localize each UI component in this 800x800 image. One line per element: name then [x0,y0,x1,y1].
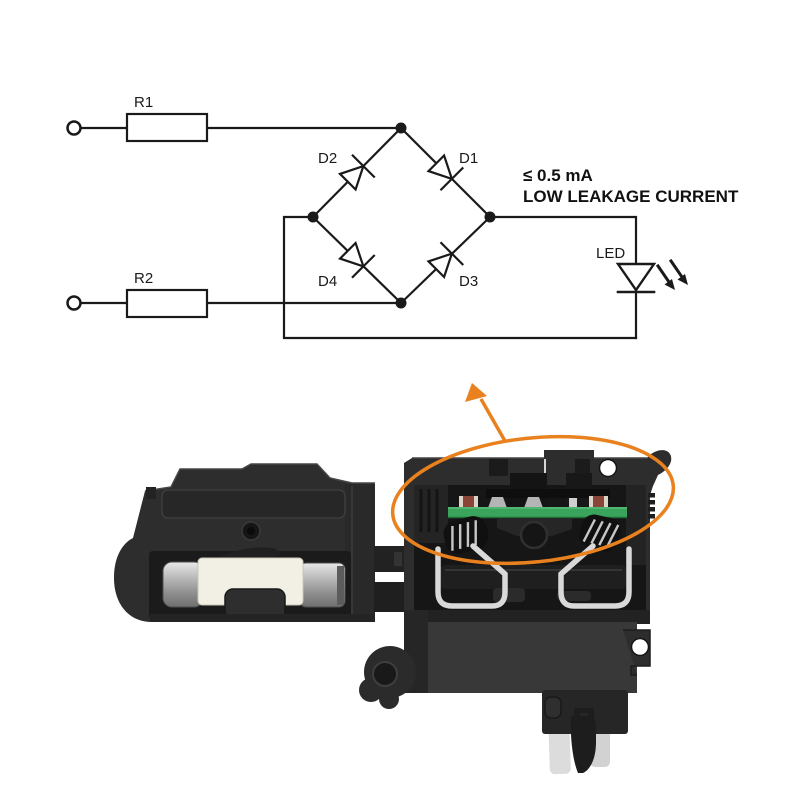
lid-left-notch [146,487,156,499]
indicator-pcb [448,507,627,518]
pivot-knob [359,646,416,709]
callout-arrow-head [465,383,487,402]
fuse-end-cap-left [162,561,204,608]
resistor-r2 [125,288,209,319]
bridge-diodes [337,153,465,280]
input-terminal-1 [66,120,82,136]
led-light-arrowhead [664,279,675,290]
fuse-carrier-lid [114,463,375,622]
callout-arrow-shaft [479,398,507,442]
pcb-diode-chip [524,497,543,508]
d2-label: D2 [318,150,337,167]
metal-contact-clips [435,543,632,609]
holder-base [359,450,672,775]
fuse-holder-render [114,383,676,775]
highlight-ellipse [390,434,676,566]
hinge-pin-highlight [394,552,402,566]
terminal-legs [542,690,628,775]
resistor-r1 [125,112,209,143]
node-top [395,122,407,134]
contact-spring-right [579,514,621,552]
leakage-spec-caption: LOW LEAKAGE CURRENT [523,187,739,206]
pcb-resistor [589,496,608,508]
pcb-resistor [459,496,478,508]
lower-tab-center [493,588,525,602]
led-triangle [615,262,657,293]
fuse-cap-ring [337,566,344,605]
d3-label: D3 [459,273,478,290]
cavity-right-wall [626,485,646,565]
diode-d2 [337,153,376,192]
contact-spring-left [443,516,489,554]
cavity-ribs [419,489,439,532]
wire-return-path [282,215,638,340]
lid-top-highlight [144,463,375,492]
leakage-spec-value: ≤ 0.5 mA [523,166,593,185]
leg-housing-latch [544,696,562,719]
input-terminal-2 [66,295,82,311]
lower-tab-right [557,591,591,601]
contact-clip-left [435,543,508,609]
node-right [484,211,496,223]
led-light-arrow [655,263,672,285]
lid-screw-hole-center [247,527,255,535]
led-label: LED [596,245,625,262]
front-face [428,622,637,693]
mount-hole [630,637,650,657]
led-light-arrow [668,258,685,280]
lower-barrel [437,565,630,589]
led-light-arrowhead [677,274,688,285]
lid-bottom-lip [150,614,375,622]
node-left [307,211,319,223]
d4-label: D4 [318,273,337,290]
led-light-arrows [655,258,688,290]
face-top-band [404,610,650,624]
top-slot-left [489,459,508,476]
serrated-grip [648,493,655,519]
diode-d4 [337,240,376,279]
contact-clip-right [558,543,632,609]
lid-recess-panel [161,489,346,519]
terminal-blade-center [570,716,596,773]
pcb-led-chip [569,498,577,508]
glass-fuse [162,557,346,620]
cavity-left-wall [414,485,448,543]
pivot-knob-hole [372,661,398,687]
latch-hole [598,458,618,478]
contact-barrel [519,520,549,550]
led-symbol [615,258,688,294]
top-slot-right [575,459,590,475]
callout-annotation [390,383,676,566]
diode-d1 [426,153,465,192]
r2-label: R2 [134,270,153,287]
r1-label: R1 [134,94,153,111]
indicator-pcb-assembly [448,496,627,519]
junction-nodes [307,122,496,309]
d1-label: D1 [459,150,478,167]
pcb-diode-chip [488,497,507,508]
circuit-diagram: R1 R2 D2 D1 D4 D3 LED ≤ 0.5 mA LOW LEAKA… [66,94,739,340]
pcb-shadow-bar [486,489,610,498]
diode-d3 [426,241,465,280]
wire-led-feed [488,215,638,267]
node-bottom [395,297,407,309]
